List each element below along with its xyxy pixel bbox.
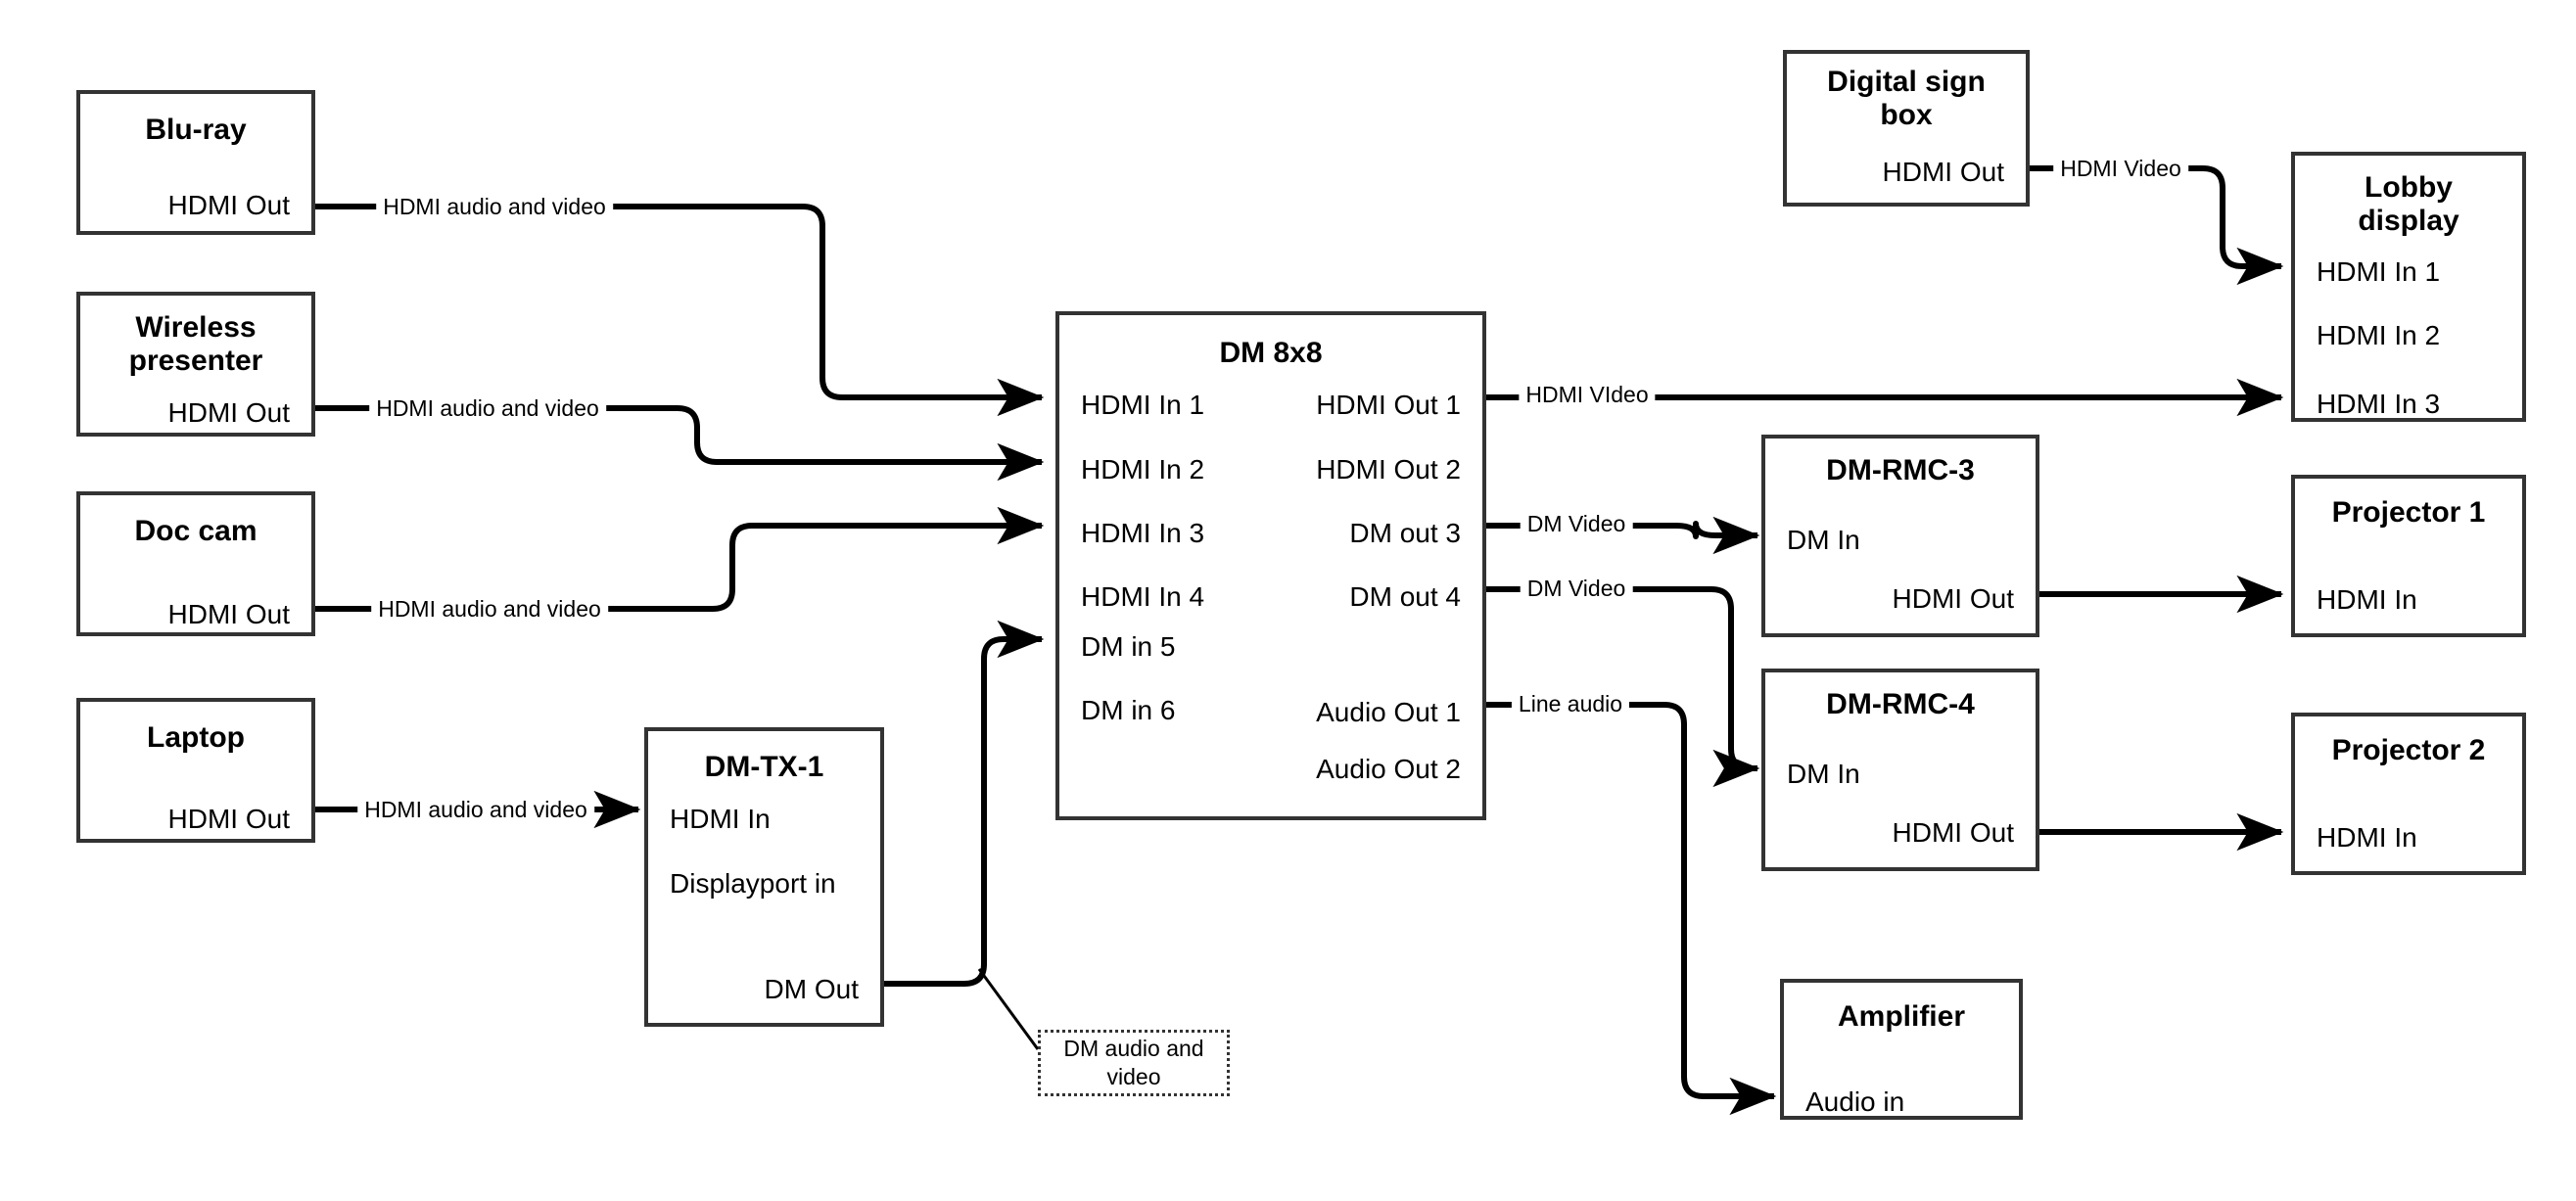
node-lobby-display-title-line2: display bbox=[2358, 205, 2459, 237]
node-dm-rmc-3[interactable]: DM-RMC-3 DM In HDMI Out bbox=[1761, 435, 2039, 637]
node-bluray-port-hdmi-out: HDMI Out bbox=[167, 190, 290, 220]
edge-label-doccam-to-hdmi-in-3: HDMI audio and video bbox=[371, 595, 608, 623]
node-dm-rmc-4-title: DM-RMC-4 bbox=[1826, 688, 1975, 720]
node-dm-8x8-title: DM 8x8 bbox=[1219, 337, 1323, 369]
callout-leader-line bbox=[977, 968, 1040, 1050]
node-lobby-display-title-line1: Lobby bbox=[2365, 171, 2453, 204]
node-laptop[interactable]: Laptop HDMI Out bbox=[76, 698, 315, 843]
node-amplifier-title: Amplifier bbox=[1837, 1000, 1966, 1033]
node-projector-1-title: Projector 1 bbox=[2331, 496, 2486, 529]
node-projector-2[interactable]: Projector 2 HDMI In bbox=[2291, 713, 2526, 875]
node-dm-8x8[interactable]: DM 8x8 HDMI In 1 HDMI In 2 HDMI In 3 HDM… bbox=[1055, 311, 1486, 820]
node-dm-rmc-3-port-dm-in: DM In bbox=[1787, 525, 1860, 555]
node-dm-8x8-input-dm-in-6: DM in 6 bbox=[1081, 695, 1176, 725]
node-wireless-presenter-title-line2: presenter bbox=[128, 345, 263, 377]
node-doc-cam-title: Doc cam bbox=[134, 515, 258, 547]
callout-dm-audio-and-video: DM audio and video bbox=[1038, 1030, 1230, 1096]
edge-dm-out-3-to-rmc3 bbox=[1484, 516, 1760, 555]
node-wireless-presenter[interactable]: Wireless presenter HDMI Out bbox=[76, 292, 315, 437]
edge-doccam-to-hdmi-in-3 bbox=[313, 506, 1045, 612]
node-digital-sign-box-port-hdmi-out: HDMI Out bbox=[1882, 157, 2004, 187]
node-dm-rmc-4-port-hdmi-out: HDMI Out bbox=[1892, 817, 2014, 848]
node-amplifier-port-audio-in: Audio in bbox=[1805, 1086, 1905, 1117]
node-dm-rmc-3-port-hdmi-out: HDMI Out bbox=[1892, 583, 2014, 614]
node-dm-tx-1-port-hdmi-in: HDMI In bbox=[670, 804, 771, 834]
node-lobby-display[interactable]: Lobby display HDMI In 1 HDMI In 2 HDMI I… bbox=[2291, 152, 2526, 422]
node-dm-8x8-input-hdmi-in-3: HDMI In 3 bbox=[1081, 518, 1205, 548]
node-dm-tx-1-port-dm-out: DM Out bbox=[764, 974, 859, 1004]
node-lobby-display-port-hdmi-in-1: HDMI In 1 bbox=[2317, 256, 2441, 287]
node-wireless-presenter-port-hdmi-out: HDMI Out bbox=[167, 397, 290, 428]
node-bluray-title: Blu-ray bbox=[145, 114, 247, 146]
node-projector-2-port-hdmi-in: HDMI In bbox=[2317, 822, 2417, 853]
node-dm-8x8-input-hdmi-in-1: HDMI In 1 bbox=[1081, 390, 1205, 420]
node-dm-8x8-output-hdmi-out-2: HDMI Out 2 bbox=[1316, 454, 1461, 485]
node-lobby-display-port-hdmi-in-3: HDMI In 3 bbox=[2317, 389, 2441, 419]
edge-label-hdmi-out-1-to-lobby: HDMI VIdeo bbox=[1519, 381, 1656, 408]
node-amplifier[interactable]: Amplifier Audio in bbox=[1780, 979, 2023, 1120]
node-projector-2-title: Projector 2 bbox=[2331, 734, 2486, 766]
node-dm-tx-1-title: DM-TX-1 bbox=[704, 751, 824, 783]
node-bluray[interactable]: Blu-ray HDMI Out bbox=[76, 90, 315, 235]
edge-label-audio-out-1-to-amp: Line audio bbox=[1511, 690, 1630, 717]
node-dm-8x8-output-hdmi-out-1: HDMI Out 1 bbox=[1316, 390, 1461, 420]
edge-label-laptop-to-dmtx1: HDMI audio and video bbox=[357, 796, 594, 823]
node-dm-8x8-output-dm-out-4: DM out 4 bbox=[1349, 581, 1461, 612]
node-digital-sign-box[interactable]: Digital sign box HDMI Out bbox=[1783, 50, 2030, 207]
node-doc-cam[interactable]: Doc cam HDMI Out bbox=[76, 491, 315, 636]
node-laptop-port-hdmi-out: HDMI Out bbox=[167, 804, 290, 834]
node-dm-rmc-4[interactable]: DM-RMC-4 DM In HDMI Out bbox=[1761, 669, 2039, 871]
node-dm-8x8-output-dm-out-3: DM out 3 bbox=[1349, 518, 1461, 548]
edge-label-dm-out-3-to-rmc3: DM Video bbox=[1520, 510, 1633, 537]
edge-wireless-to-hdmi-in-2 bbox=[313, 405, 1045, 482]
node-laptop-title: Laptop bbox=[147, 721, 245, 754]
edge-bluray-to-hdmi-in-1 bbox=[313, 204, 1045, 417]
edge-sign-to-lobby-hdmi-in-1 bbox=[2030, 165, 2284, 286]
node-dm-tx-1[interactable]: DM-TX-1 HDMI In Displayport in DM Out bbox=[644, 727, 884, 1027]
node-doc-cam-port-hdmi-out: HDMI Out bbox=[167, 599, 290, 629]
node-projector-1[interactable]: Projector 1 HDMI In bbox=[2291, 475, 2526, 637]
node-dm-8x8-input-hdmi-in-2: HDMI In 2 bbox=[1081, 454, 1205, 485]
node-dm-rmc-4-port-dm-in: DM In bbox=[1787, 759, 1860, 789]
node-projector-1-port-hdmi-in: HDMI In bbox=[2317, 584, 2417, 615]
node-digital-sign-box-title-line1: Digital sign bbox=[1827, 66, 1986, 98]
node-dm-tx-1-port-displayport-in: Displayport in bbox=[670, 868, 836, 899]
edge-dmtx1-dmout-to-dm-in-5 bbox=[884, 620, 1045, 987]
edge-dm-out-4-to-rmc4 bbox=[1484, 586, 1760, 788]
node-dm-rmc-3-title: DM-RMC-3 bbox=[1826, 454, 1975, 486]
node-lobby-display-port-hdmi-in-2: HDMI In 2 bbox=[2317, 320, 2441, 350]
node-dm-8x8-input-hdmi-in-4: HDMI In 4 bbox=[1081, 581, 1205, 612]
node-dm-8x8-output-audio-out-1: Audio Out 1 bbox=[1316, 697, 1461, 727]
edge-label-wireless-to-hdmi-in-2: HDMI audio and video bbox=[369, 394, 606, 422]
node-dm-8x8-output-audio-out-2: Audio Out 2 bbox=[1316, 754, 1461, 784]
edge-label-bluray-to-hdmi-in-1: HDMI audio and video bbox=[376, 193, 613, 220]
edge-label-dm-out-4-to-rmc4: DM Video bbox=[1520, 575, 1633, 602]
edge-audio-out-1-to-amplifier bbox=[1484, 702, 1777, 1116]
edge-label-sign-to-lobby: HDMI Video bbox=[2053, 155, 2188, 182]
node-wireless-presenter-title-line1: Wireless bbox=[135, 311, 257, 344]
node-dm-8x8-input-dm-in-5: DM in 5 bbox=[1081, 631, 1176, 662]
node-digital-sign-box-title-line2: box bbox=[1880, 99, 1933, 131]
